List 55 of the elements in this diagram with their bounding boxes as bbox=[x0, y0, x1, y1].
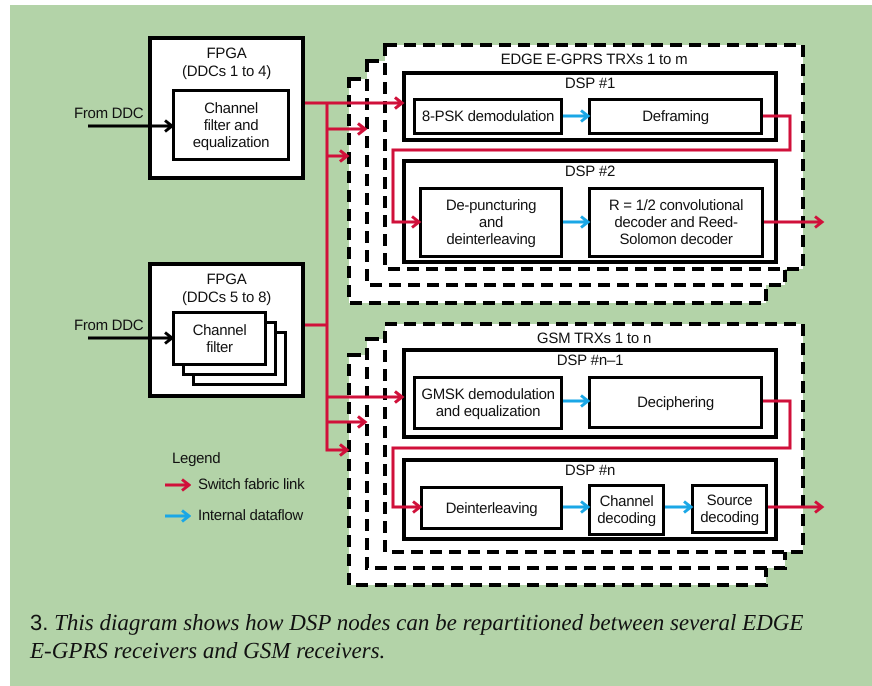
process-box bbox=[419, 187, 563, 258]
arrow bbox=[563, 394, 590, 408]
node-heading: FPGA bbox=[206, 271, 247, 289]
stacked-dashed-container bbox=[347, 322, 805, 587]
node-label: Deciphering bbox=[637, 394, 714, 411]
process-box bbox=[420, 486, 563, 530]
process-box bbox=[588, 484, 665, 536]
node-label: Channel filter bbox=[192, 322, 248, 356]
arrow bbox=[563, 109, 590, 123]
container-box bbox=[402, 71, 778, 142]
arrow bbox=[392, 400, 792, 514]
arrow bbox=[563, 215, 590, 229]
stacked-process-box bbox=[172, 311, 287, 386]
legend-title: Legend bbox=[172, 450, 220, 468]
process-box bbox=[413, 98, 563, 135]
arrow bbox=[665, 500, 692, 514]
process-box bbox=[691, 484, 768, 534]
node-label: GMSK demodulation and equalization bbox=[420, 386, 556, 420]
node-heading: DSP #1 bbox=[564, 75, 616, 93]
container-box bbox=[402, 159, 778, 264]
node-heading: DSP #n bbox=[564, 462, 616, 480]
arrow bbox=[563, 500, 590, 514]
container-box bbox=[402, 458, 778, 541]
container-box bbox=[402, 348, 778, 439]
node-label: Channel decoding bbox=[596, 493, 657, 527]
node-heading: FPGA bbox=[206, 45, 247, 63]
node-label: De-puncturing and deinterleaving bbox=[444, 197, 538, 248]
arrow bbox=[764, 215, 824, 229]
node-label: Deinterleaving bbox=[446, 500, 538, 516]
node-label: Source decoding bbox=[699, 492, 760, 526]
arrow bbox=[392, 114, 792, 229]
container-box bbox=[148, 262, 305, 398]
caption: 3. This diagram shows how DSP nodes can be repartitioned between several EDGE E-GPRS receivers and GSM receivers. bbox=[30, 609, 804, 665]
node-heading: GSM TRXs 1 to n bbox=[536, 330, 652, 348]
node-heading: (DDCs 5 to 8) bbox=[182, 289, 272, 307]
node-label: R = 1/2 convolutional decoder and Reed-Solomon decoder bbox=[608, 197, 744, 248]
node-heading: DSP #2 bbox=[564, 163, 616, 181]
container-box bbox=[148, 36, 305, 180]
arrow bbox=[88, 331, 174, 345]
process-box bbox=[588, 98, 763, 135]
node-label: 8-PSK demodulation bbox=[422, 108, 554, 125]
node-label: Deframing bbox=[642, 108, 709, 125]
process-box bbox=[172, 89, 290, 161]
arrow bbox=[768, 500, 824, 514]
node-heading: DSP #n–1 bbox=[556, 352, 624, 370]
legend-label: Internal dataflow bbox=[198, 507, 303, 525]
legend-label: Switch fabric link bbox=[198, 476, 304, 494]
node-label: Channel filter and equalization bbox=[192, 100, 270, 150]
stacked-dashed-container bbox=[347, 43, 805, 305]
process-box bbox=[588, 376, 763, 429]
process-box bbox=[413, 376, 563, 430]
node-heading: EDGE E-GPRS TRXs 1 to m bbox=[500, 51, 688, 69]
node-heading: (DDCs 1 to 4) bbox=[182, 63, 272, 81]
process-box bbox=[588, 187, 764, 258]
arrow bbox=[88, 119, 174, 133]
